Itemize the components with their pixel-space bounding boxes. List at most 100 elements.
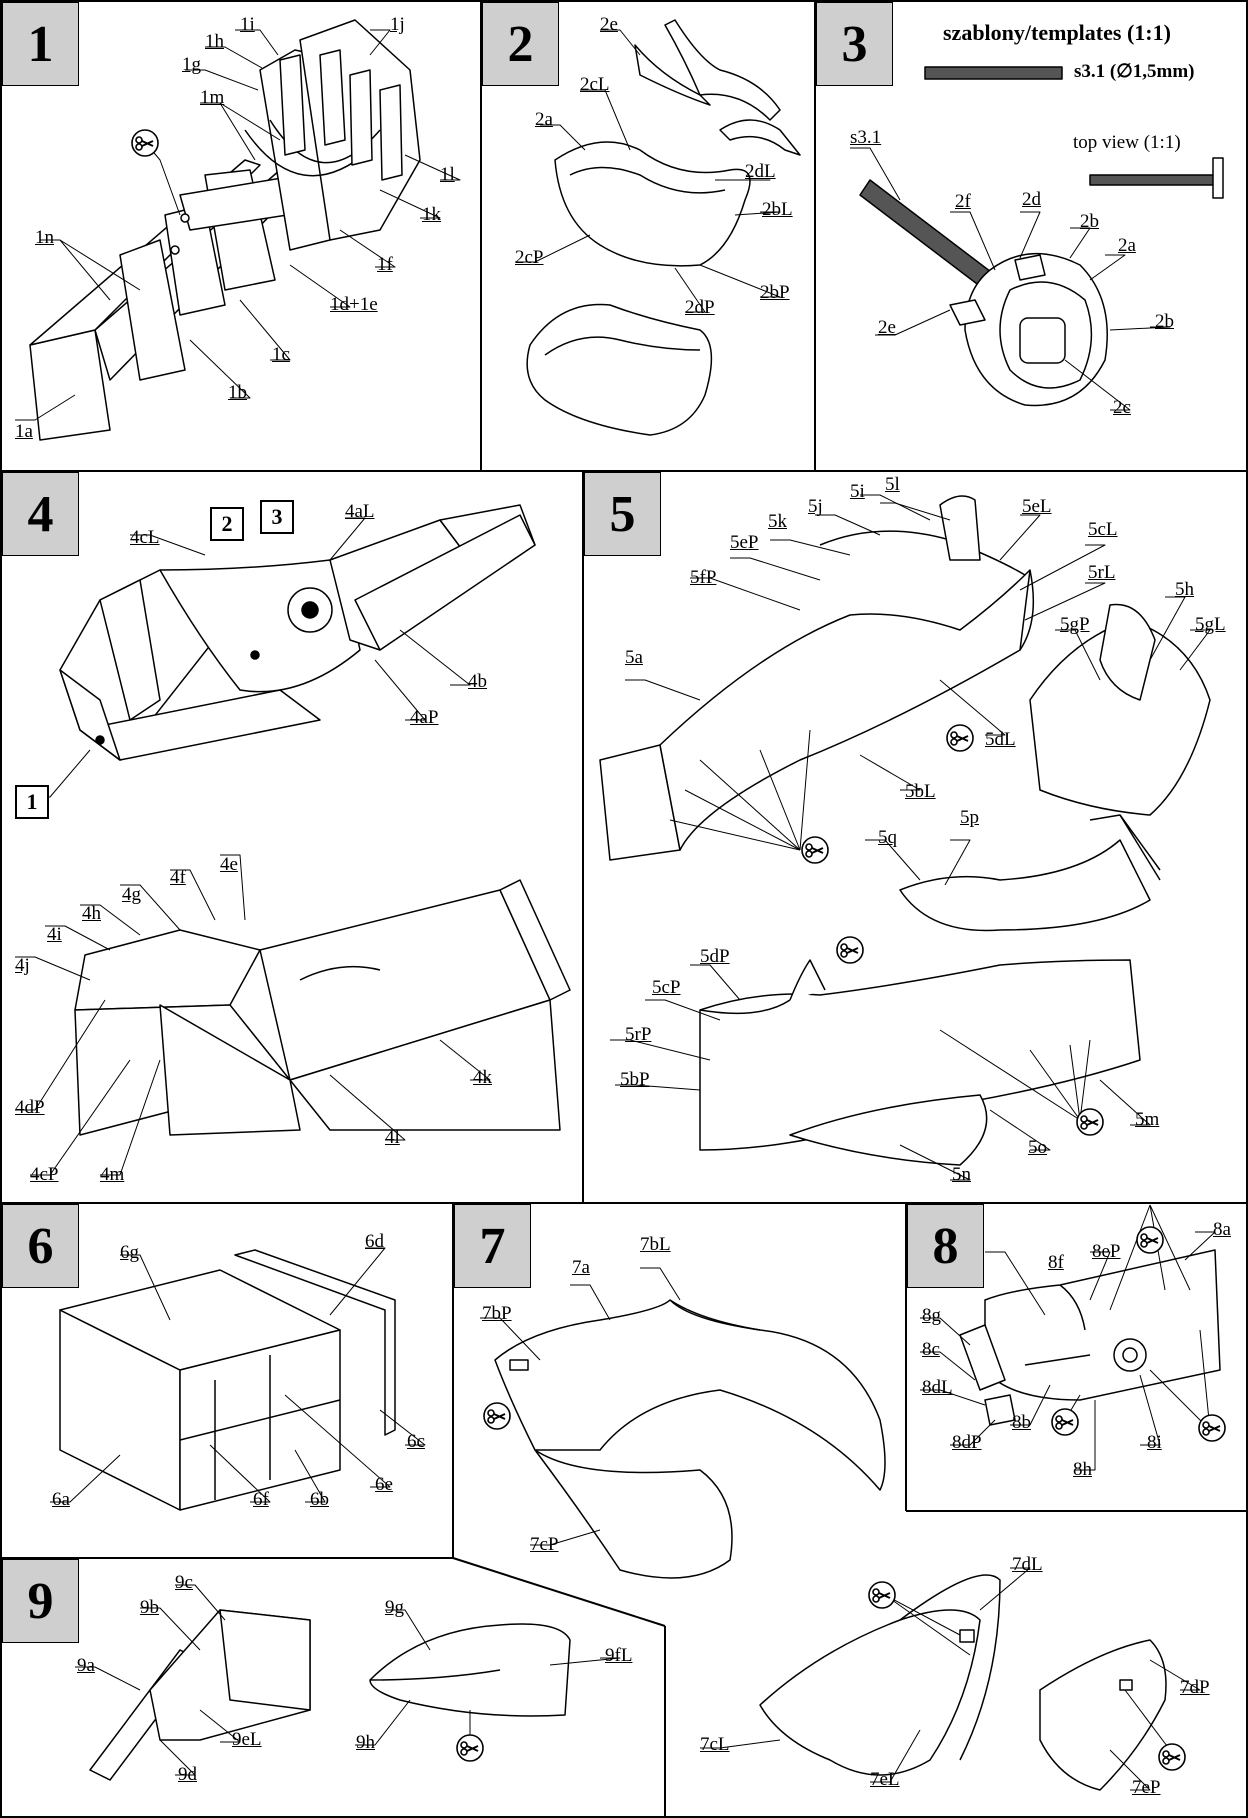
part-label-8i: 8i bbox=[1147, 1432, 1162, 1453]
step4-chassis bbox=[60, 505, 570, 1135]
part-label-7eP: 7eP bbox=[1132, 1777, 1161, 1798]
part-label-5o: 5o bbox=[1028, 1137, 1047, 1158]
step2-seat-parts bbox=[527, 20, 800, 435]
part-label-9h: 9h bbox=[356, 1732, 375, 1753]
part-label-8g: 8g bbox=[922, 1305, 941, 1326]
part-label-9a: 9a bbox=[77, 1655, 95, 1676]
part-label-2c: 2c bbox=[1113, 397, 1131, 418]
part-label-5gP: 5gP bbox=[1060, 614, 1090, 635]
part-label-1k: 1k bbox=[422, 204, 441, 225]
templates-header: szablony/templates (1:1) bbox=[943, 20, 1171, 45]
part-label-4cL: 4cL bbox=[130, 527, 160, 548]
part-label-5dL: 5dL bbox=[985, 729, 1016, 750]
part-label-6b: 6b bbox=[310, 1489, 329, 1510]
part-label-1b: 1b bbox=[228, 382, 247, 403]
part-label-2a-step3: 2a bbox=[1118, 235, 1136, 256]
part-label-s3-1: s3.1 bbox=[850, 127, 882, 148]
part-label-9b: 9b bbox=[140, 1597, 159, 1618]
part-label-1n: 1n bbox=[35, 227, 54, 248]
part-label-1a: 1a bbox=[15, 421, 33, 442]
part-label-5n: 5n bbox=[952, 1164, 971, 1185]
part-label-7dP: 7dP bbox=[1180, 1677, 1210, 1698]
part-label-5rL: 5rL bbox=[1088, 562, 1116, 583]
step6-nose-box bbox=[60, 1250, 395, 1510]
part-label-8dL: 8dL bbox=[922, 1377, 953, 1398]
step-badge-6: 6 bbox=[2, 1204, 79, 1288]
part-label-5gL: 5gL bbox=[1195, 614, 1226, 635]
step1-frame-assembly bbox=[30, 20, 420, 440]
step9-nose-cone bbox=[90, 1610, 570, 1780]
ref-box-2: 2 bbox=[210, 507, 244, 541]
part-label-4j: 4j bbox=[15, 955, 30, 976]
part-label-4l: 4l bbox=[385, 1127, 400, 1148]
part-label-5cL: 5cL bbox=[1088, 519, 1118, 540]
part-label-1g: 1g bbox=[182, 54, 201, 75]
part-label-8a: 8a bbox=[1213, 1219, 1231, 1240]
part-label-1i: 1i bbox=[240, 14, 255, 35]
part-label-2bP: 2bP bbox=[760, 282, 790, 303]
part-label-4e: 4e bbox=[220, 854, 238, 875]
step-badge-4: 4 bbox=[2, 472, 79, 556]
part-label-8eP: 8eP bbox=[1092, 1241, 1121, 1262]
part-label-2cL: 2cL bbox=[580, 74, 610, 95]
part-label-6d: 6d bbox=[365, 1231, 384, 1252]
part-label-4f: 4f bbox=[170, 867, 186, 888]
top-view-label: top view (1:1) bbox=[1073, 132, 1181, 153]
part-label-5fP: 5fP bbox=[690, 567, 717, 588]
part-label-5rP: 5rP bbox=[625, 1024, 652, 1045]
part-label-2a: 2a bbox=[535, 109, 553, 130]
part-label-7eL: 7eL bbox=[870, 1769, 900, 1790]
part-label-6f: 6f bbox=[253, 1489, 269, 1510]
part-label-9d: 9d bbox=[178, 1764, 197, 1785]
part-label-6g: 6g bbox=[120, 1242, 139, 1263]
part-label-2b-right: 2b bbox=[1155, 311, 1174, 332]
part-label-6e: 6e bbox=[375, 1474, 393, 1495]
step5-body-shells bbox=[600, 496, 1210, 1165]
step-badge-2: 2 bbox=[482, 2, 559, 86]
part-label-9g: 9g bbox=[385, 1597, 404, 1618]
part-label-7a: 7a bbox=[572, 1257, 590, 1278]
part-label-1l: 1l bbox=[440, 164, 455, 185]
rod-template-label: s3.1 (∅1,5mm) bbox=[1074, 61, 1195, 82]
part-label-4k: 4k bbox=[473, 1067, 492, 1088]
part-label-7cL: 7cL bbox=[700, 1734, 730, 1755]
part-label-4g: 4g bbox=[122, 884, 141, 905]
part-label-1d1e: 1d+1e bbox=[330, 294, 378, 315]
part-label-4aL: 4aL bbox=[345, 501, 375, 522]
part-label-5cP: 5cP bbox=[652, 977, 681, 998]
part-label-5q: 5q bbox=[878, 827, 897, 848]
step3-steering-assembly bbox=[860, 67, 1223, 405]
part-label-7bL: 7bL bbox=[640, 1234, 671, 1255]
part-label-5dP: 5dP bbox=[700, 946, 730, 967]
ref-box-3: 3 bbox=[260, 500, 294, 534]
ref-box-1: 1 bbox=[15, 785, 49, 819]
part-label-7cP: 7cP bbox=[530, 1534, 559, 1555]
part-label-5p: 5p bbox=[960, 807, 979, 828]
part-label-7dL: 7dL bbox=[1012, 1554, 1043, 1575]
part-label-2cP: 2cP bbox=[515, 247, 544, 268]
part-label-5i: 5i bbox=[850, 481, 865, 502]
step8-front-unit bbox=[960, 1250, 1220, 1425]
scissors-icon bbox=[131, 129, 159, 157]
part-label-5bL: 5bL bbox=[905, 781, 936, 802]
part-label-7bP: 7bP bbox=[482, 1303, 512, 1324]
step-badge-3: 3 bbox=[816, 2, 893, 86]
part-label-2e: 2e bbox=[600, 14, 618, 35]
step-badge-7: 7 bbox=[454, 1204, 531, 1288]
part-label-8h: 8h bbox=[1073, 1459, 1092, 1480]
part-label-4aP: 4aP bbox=[410, 707, 439, 728]
part-label-2d: 2d bbox=[1022, 189, 1041, 210]
part-label-1h: 1h bbox=[205, 31, 224, 52]
step-badge-9: 9 bbox=[2, 1559, 79, 1643]
part-label-4b: 4b bbox=[468, 671, 487, 692]
step7-sidepods bbox=[495, 1300, 1166, 1790]
part-label-5eL: 5eL bbox=[1022, 496, 1052, 517]
part-label-5l: 5l bbox=[885, 474, 900, 495]
part-label-1j: 1j bbox=[390, 14, 405, 35]
part-label-8b: 8b bbox=[1012, 1412, 1031, 1433]
part-label-5k: 5k bbox=[768, 511, 787, 532]
part-label-2dP: 2dP bbox=[685, 297, 715, 318]
part-label-5m: 5m bbox=[1135, 1109, 1160, 1130]
